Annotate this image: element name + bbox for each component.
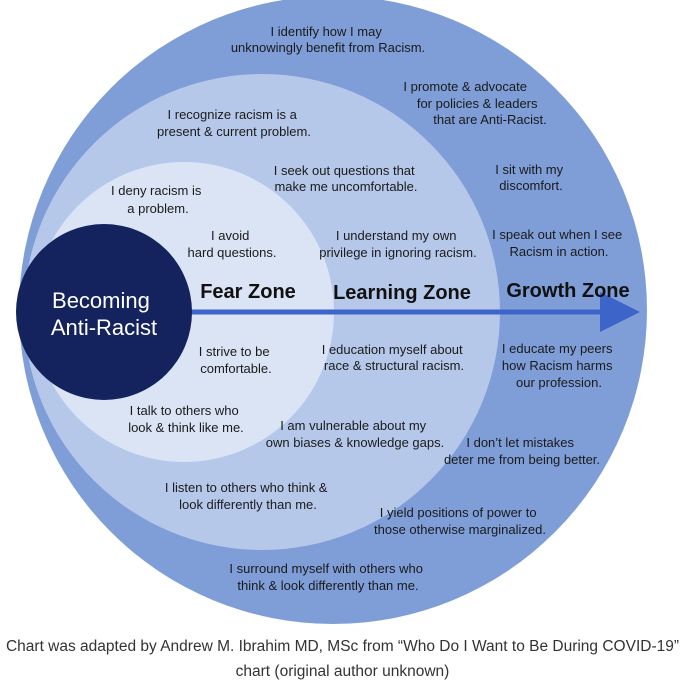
learning-statement: I recognize racism is a present & curren… [157, 107, 311, 139]
growth-statement: I surround myself with others who think … [229, 561, 426, 593]
figure-caption: Chart was adapted by Andrew M. Ibrahim M… [0, 634, 685, 684]
fear-statement: I avoid hard questions. [188, 228, 277, 260]
learning-statement: I seek out questions that make me uncomf… [274, 163, 419, 194]
caption-line: chart (original author unknown) [235, 663, 450, 680]
growth-statement: I yield positions of power to those othe… [374, 505, 546, 537]
center-label-line: Becoming [52, 288, 150, 313]
growth-statement: I identify how I may unknowingly benefit… [231, 24, 425, 55]
center-label-line: Anti-Racist [51, 315, 157, 340]
center-circle [16, 224, 192, 400]
learning-statement: I education myself about race & structur… [322, 342, 467, 373]
comfort-zone-diagram: Becoming Anti-Racist Fear Zone Learning … [16, 0, 647, 624]
fear-zone-label: Fear Zone [200, 281, 296, 303]
growth-statement: I don’t let mistakes deter me from being… [444, 435, 600, 467]
fear-statement: I deny racism is a problem. [111, 183, 205, 216]
growth-statement: I educate my peers how Racism harms our … [502, 341, 616, 390]
learning-statement: I am vulnerable about my own biases & kn… [266, 418, 445, 450]
learning-statement: I understand my own privilege in ignorin… [319, 228, 477, 260]
center-label: Becoming Anti-Racist [51, 288, 157, 340]
growth-statement: I promote & advocate for policies & lead… [403, 79, 546, 127]
growth-statement: I sit with my discomfort. [495, 162, 567, 193]
fear-statement: I talk to others who look & think like m… [128, 403, 244, 435]
growth-statement: I speak out when I see Racism in action. [492, 227, 626, 259]
caption-line: Chart was adapted by Andrew M. Ibrahim M… [5, 638, 680, 655]
zone-statements: I deny racism is a problem. I avoid hard… [111, 24, 626, 593]
learning-zone-label: Learning Zone [333, 282, 471, 304]
learning-statement: I listen to others who think & look diff… [165, 480, 331, 512]
growth-zone-label: Growth Zone [506, 280, 629, 302]
fear-statement: I strive to be comfortable. [199, 344, 273, 376]
